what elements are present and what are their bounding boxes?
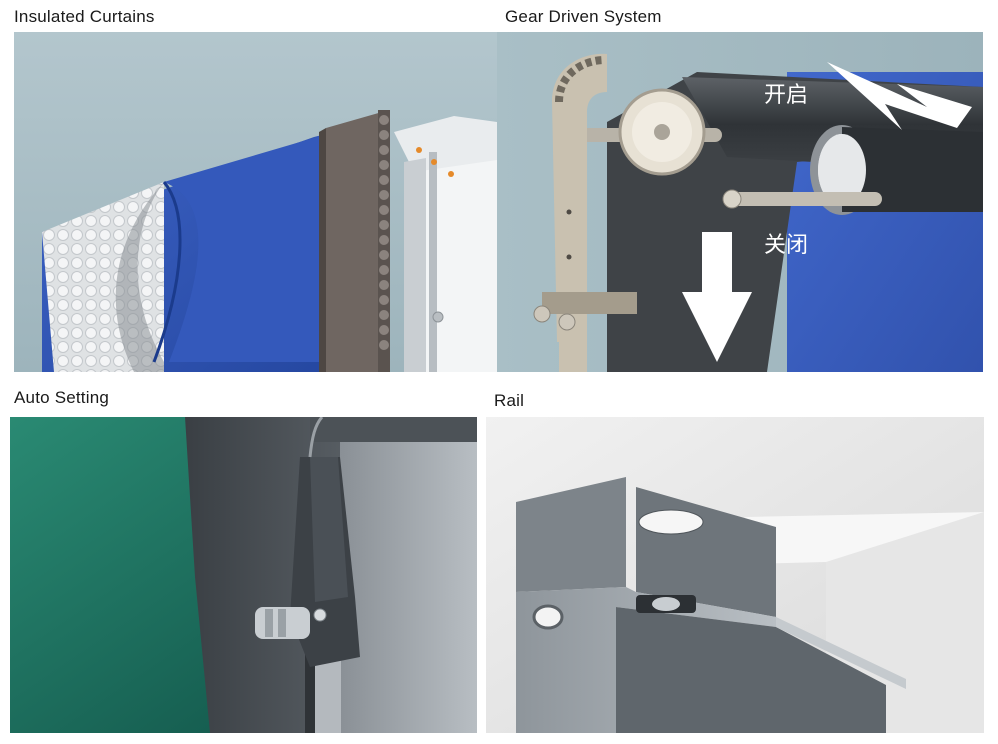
insulated-curtains-illustration — [14, 32, 497, 372]
close-direction-label: 关闭 — [764, 233, 808, 258]
caption-gear-driven-system: Gear Driven System — [505, 7, 662, 26]
rail-illustration — [486, 417, 984, 733]
insulated-curtains-photo — [14, 32, 497, 372]
gear-driven-system-illustration: 开启 关闭 — [497, 32, 983, 372]
auto-setting-photo — [10, 417, 477, 733]
rail-photo — [486, 417, 984, 733]
auto-setting-illustration — [10, 417, 477, 733]
caption-auto-setting: Auto Setting — [14, 388, 110, 407]
caption-rail: Rail — [494, 391, 525, 410]
gear-driven-system-photo: 开启 关闭 — [497, 32, 983, 372]
caption-insulated-curtains: Insulated Curtains — [14, 7, 155, 26]
open-direction-label: 开启 — [764, 83, 808, 108]
